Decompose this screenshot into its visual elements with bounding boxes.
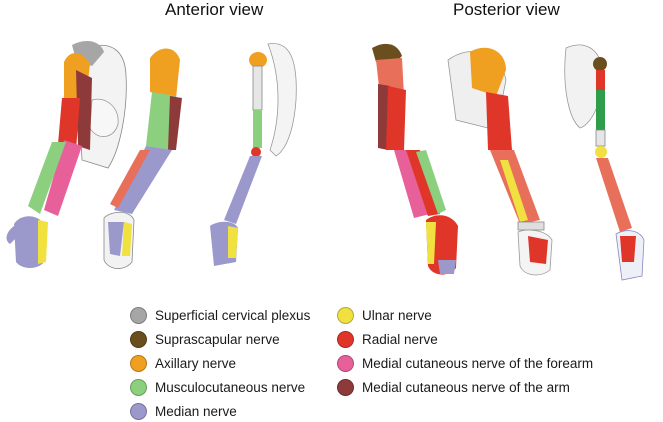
posterior-skeleton-arm bbox=[564, 44, 645, 281]
anterior-muscle-medial-arm bbox=[168, 96, 182, 150]
posterior-muscle-forearm-ulnar bbox=[500, 160, 528, 222]
anterior-muscle-hand-median bbox=[108, 222, 124, 256]
legend-swatch-icon bbox=[130, 330, 147, 348]
anterior-view-title: Anterior view bbox=[165, 0, 264, 19]
posterior-humerus-axillary bbox=[596, 90, 605, 130]
legend-label: Suprascapular nerve bbox=[155, 331, 280, 347]
legend-swatch-icon bbox=[337, 330, 354, 348]
anterior-elbow-radial bbox=[251, 147, 261, 157]
legend-item-superficial-cervical-plexus: Superficial cervical plexus bbox=[130, 305, 310, 325]
posterior-humerus-upper-radial bbox=[596, 70, 605, 90]
anterior-muscle-arm bbox=[103, 48, 182, 269]
legend-label: Musculocutaneous nerve bbox=[155, 379, 306, 395]
posterior-muscle-triceps bbox=[486, 92, 512, 150]
anterior-thumb bbox=[6, 226, 19, 244]
posterior-view-title: Posterior view bbox=[453, 0, 560, 19]
posterior-muscle-hand-radial bbox=[528, 236, 548, 264]
legend-item-axillary-nerve: Axillary nerve bbox=[130, 353, 236, 373]
anterior-breast bbox=[89, 98, 119, 137]
posterior-forearm-bones bbox=[596, 158, 632, 232]
legend-swatch-icon bbox=[130, 306, 147, 324]
legend-swatch-icon bbox=[130, 378, 147, 396]
anterior-skeleton-hand-ulnar bbox=[228, 226, 238, 258]
anterior-arm-cutaneous-zone bbox=[76, 70, 92, 150]
anterior-forearm-cutaneous-zone bbox=[44, 140, 82, 216]
anterior-muscle-hand-ulnar bbox=[122, 222, 132, 256]
legend-item-median-nerve: Median nerve bbox=[130, 401, 237, 421]
anterior-forearm-bones bbox=[224, 156, 262, 224]
legend-label: Ulnar nerve bbox=[362, 307, 432, 323]
posterior-muscle-deltoid bbox=[470, 47, 506, 96]
legend-swatch-icon bbox=[130, 354, 147, 372]
posterior-forearm-radial-zone bbox=[406, 150, 440, 216]
anterior-upper-arm-radial-zone bbox=[58, 98, 80, 150]
posterior-humeral-head-suprascapular bbox=[593, 57, 607, 71]
anterior-humeral-head-axillary bbox=[249, 52, 267, 68]
posterior-wrist-band bbox=[517, 221, 545, 231]
legend-label: Medial cutaneous nerve of the forearm bbox=[362, 355, 594, 371]
posterior-upper-arm-radial-zone bbox=[386, 86, 406, 150]
legend-item-radial-nerve: Radial nerve bbox=[337, 329, 438, 349]
legend-swatch-icon bbox=[130, 402, 147, 420]
anterior-humerus-musculocutaneous bbox=[253, 110, 262, 148]
anterior-muscle-forearm-radial bbox=[110, 150, 150, 208]
anterior-musculocutaneous-zone bbox=[28, 142, 66, 214]
legend-label: Median nerve bbox=[155, 403, 237, 419]
arm-nerve-illustrations bbox=[6, 40, 645, 281]
legend-item-medial-cutaneous-arm: Medial cutaneous nerve of the arm bbox=[337, 377, 570, 397]
legend-label: Superficial cervical plexus bbox=[155, 307, 311, 323]
legend-item-suprascapular-nerve: Suprascapular nerve bbox=[130, 329, 280, 349]
posterior-scapula bbox=[564, 44, 603, 129]
anterior-humerus-upper bbox=[252, 65, 263, 111]
anterior-muscle-biceps bbox=[146, 92, 176, 150]
posterior-hand-median-tips bbox=[438, 260, 456, 274]
legend-swatch-icon bbox=[337, 354, 354, 372]
posterior-muscle-arm bbox=[447, 47, 553, 276]
posterior-humerus-lower bbox=[595, 129, 606, 147]
legend-item-medial-cutaneous-forearm: Medial cutaneous nerve of the forearm bbox=[337, 353, 593, 373]
legend-label: Radial nerve bbox=[362, 331, 438, 347]
anterior-ulnar-hand-zone bbox=[38, 220, 48, 264]
anterior-skeleton-arm bbox=[210, 43, 297, 266]
posterior-surface-arm bbox=[372, 43, 458, 275]
anterior-median-hand-zone bbox=[14, 216, 44, 268]
posterior-elbow-ulnar bbox=[595, 146, 607, 158]
anterior-muscle-deltoid bbox=[150, 48, 180, 98]
posterior-forearm-cutaneous-zone bbox=[394, 150, 430, 218]
posterior-forearm-musculocutaneous-zone bbox=[416, 150, 446, 214]
legend-swatch-icon bbox=[337, 306, 354, 324]
legend-label: Medial cutaneous nerve of the arm bbox=[362, 379, 570, 395]
anterior-muscle-forearm-median bbox=[114, 146, 172, 214]
posterior-hand-ulnar bbox=[426, 222, 436, 264]
legend-swatch-icon bbox=[337, 378, 354, 396]
anterior-surface-arm bbox=[6, 40, 127, 268]
anterior-ribcage bbox=[267, 43, 297, 157]
posterior-skeleton-hand-radial bbox=[620, 236, 636, 262]
legend-label: Axillary nerve bbox=[155, 355, 237, 371]
legend-item-ulnar-nerve: Ulnar nerve bbox=[337, 305, 432, 325]
legend-item-musculocutaneous-nerve: Musculocutaneous nerve bbox=[130, 377, 305, 397]
